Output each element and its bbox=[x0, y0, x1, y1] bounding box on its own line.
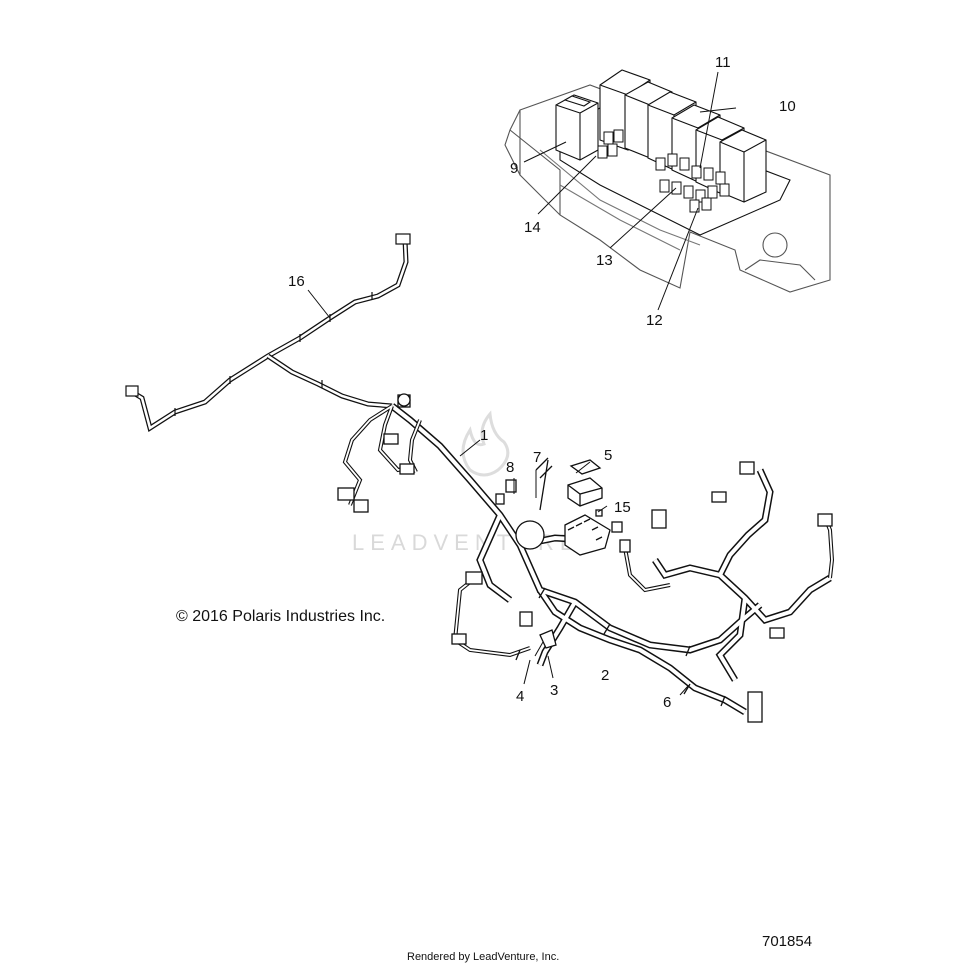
callout-2: 2 bbox=[601, 667, 609, 684]
leadventure-flame-logo bbox=[461, 410, 510, 477]
callout-12: 12 bbox=[646, 312, 663, 329]
callout-15: 15 bbox=[614, 499, 631, 516]
fuse-relay-box bbox=[504, 69, 831, 293]
callout-14: 14 bbox=[524, 219, 541, 236]
render-credit: Rendered by LeadVenture, Inc. bbox=[407, 951, 559, 963]
callout-13: 13 bbox=[596, 252, 613, 269]
callout-7: 7 bbox=[533, 449, 541, 466]
callout-5: 5 bbox=[604, 447, 612, 464]
callout-numbers: 1 2 3 4 5 6 7 8 9 10 11 12 13 14 15 16 bbox=[288, 54, 796, 711]
drawing-number: 701854 bbox=[762, 933, 812, 950]
callout-8: 8 bbox=[506, 459, 514, 476]
main-harness bbox=[337, 393, 835, 723]
callout-9: 9 bbox=[510, 160, 518, 177]
callout-6: 6 bbox=[663, 694, 671, 711]
callout-1: 1 bbox=[480, 427, 488, 444]
callout-4: 4 bbox=[516, 688, 524, 705]
callout-10: 10 bbox=[779, 98, 796, 115]
callout-3: 3 bbox=[550, 682, 558, 699]
harness-16 bbox=[125, 233, 411, 432]
callout-11: 11 bbox=[715, 54, 731, 71]
callout-16: 16 bbox=[288, 273, 305, 290]
leader-lines bbox=[307, 71, 737, 696]
copyright-notice: © 2016 Polaris Industries Inc. bbox=[176, 608, 385, 625]
